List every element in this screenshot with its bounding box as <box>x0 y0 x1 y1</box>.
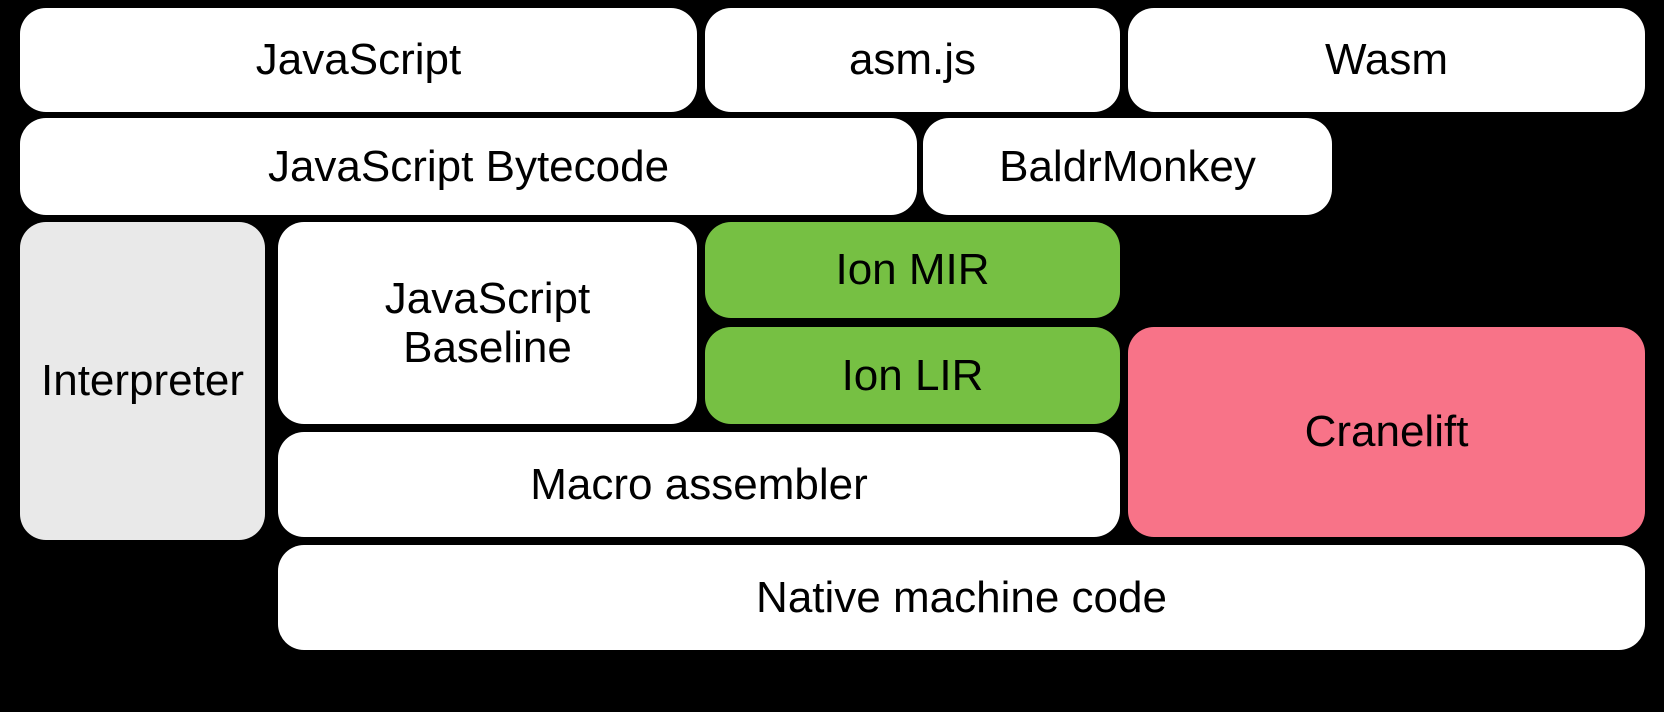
node-cranelift[interactable]: Cranelift <box>1128 327 1645 537</box>
node-label-javascript-baseline: JavaScript Baseline <box>384 273 591 372</box>
node-label-asm-js: asm.js <box>848 35 977 85</box>
node-wasm[interactable]: Wasm <box>1128 8 1645 112</box>
node-macro-assembler[interactable]: Macro assembler <box>278 432 1120 537</box>
node-label-interpreter: Interpreter <box>41 356 244 406</box>
node-baldrmonkey[interactable]: BaldrMonkey <box>923 118 1332 215</box>
node-javascript-baseline[interactable]: JavaScript Baseline <box>278 222 697 424</box>
node-ion-lir[interactable]: Ion LIR <box>705 327 1120 424</box>
node-asm-js[interactable]: asm.js <box>705 8 1120 112</box>
node-javascript[interactable]: JavaScript <box>20 8 697 112</box>
node-label-javascript: JavaScript <box>255 35 462 85</box>
node-label-ion-mir: Ion MIR <box>835 245 990 295</box>
node-interpreter[interactable]: Interpreter <box>20 222 265 540</box>
node-native-machine-code[interactable]: Native machine code <box>278 545 1645 650</box>
node-label-wasm: Wasm <box>1324 35 1449 85</box>
node-label-native-machine-code: Native machine code <box>756 572 1167 622</box>
node-label-ion-lir: Ion LIR <box>841 350 984 400</box>
node-ion-mir[interactable]: Ion MIR <box>705 222 1120 318</box>
node-label-cranelift: Cranelift <box>1304 407 1469 457</box>
node-label-javascript-bytecode: JavaScript Bytecode <box>267 141 670 191</box>
node-label-macro-assembler: Macro assembler <box>530 459 868 509</box>
node-label-baldrmonkey: BaldrMonkey <box>999 141 1256 191</box>
node-javascript-bytecode[interactable]: JavaScript Bytecode <box>20 118 917 215</box>
